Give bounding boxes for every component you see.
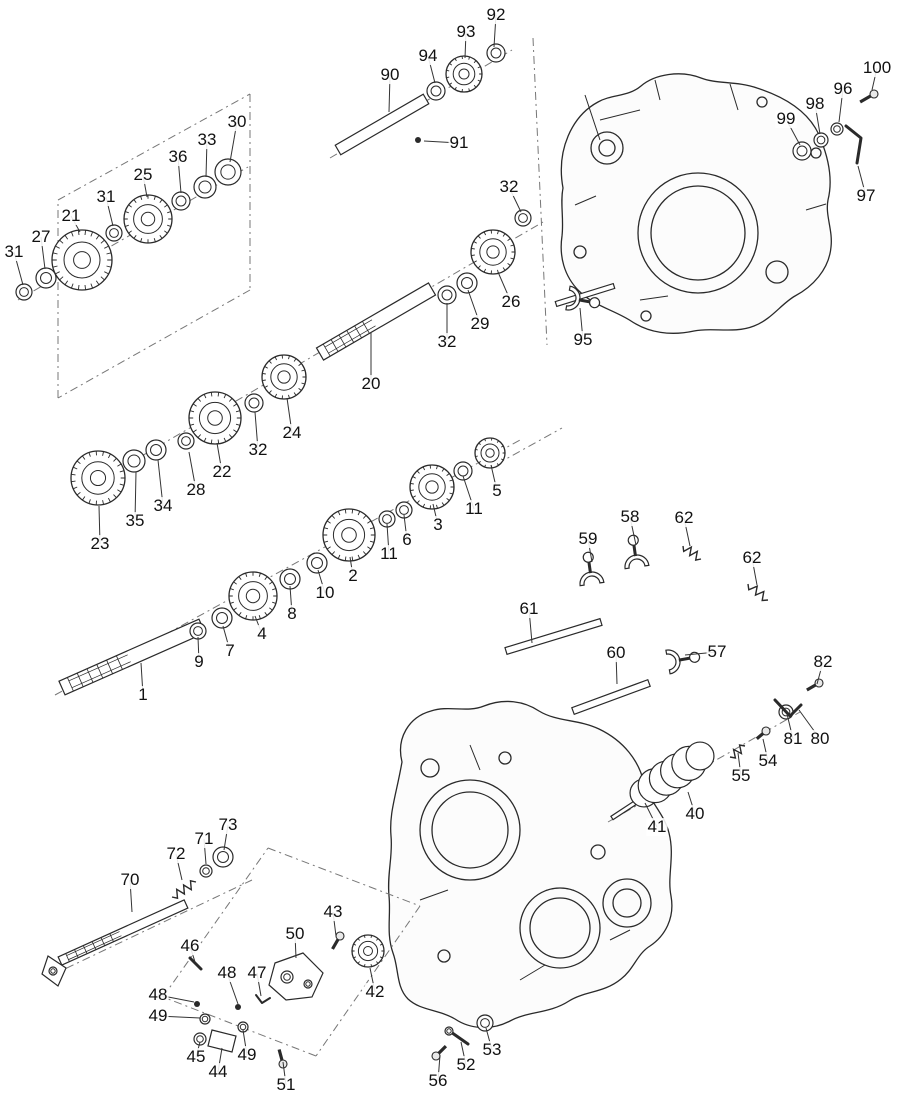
part-1 xyxy=(58,618,206,696)
part-50 xyxy=(303,979,313,989)
part-11 xyxy=(453,461,473,481)
part-40 xyxy=(629,741,715,808)
part-33 xyxy=(193,175,217,199)
part-5 xyxy=(474,437,506,469)
part-62 xyxy=(682,545,702,561)
part-91 xyxy=(415,137,421,143)
part-70 xyxy=(48,966,58,976)
left-crankcase xyxy=(387,700,673,1029)
part-23 xyxy=(70,450,126,506)
part-73 xyxy=(212,846,234,868)
part-29 xyxy=(456,272,478,294)
part-53 xyxy=(476,1014,494,1032)
part-32 xyxy=(514,209,532,227)
part-62 xyxy=(747,583,769,602)
part-48 xyxy=(194,1001,200,1007)
part-24 xyxy=(261,354,307,400)
part-50 xyxy=(268,952,324,1001)
part-44 xyxy=(207,1029,237,1053)
part-32 xyxy=(244,393,264,413)
part-70 xyxy=(57,899,189,966)
part-27 xyxy=(35,267,57,289)
part-98 xyxy=(813,132,829,148)
part-59 xyxy=(579,551,605,587)
part-32 xyxy=(437,285,457,305)
part-60 xyxy=(571,678,651,716)
part-34 xyxy=(145,439,167,461)
parts-layer xyxy=(15,43,879,1069)
part-99 xyxy=(792,141,812,161)
part-95 xyxy=(554,282,616,308)
part-28 xyxy=(177,432,195,450)
part-7 xyxy=(211,607,233,629)
part-100 xyxy=(859,89,879,104)
part-36 xyxy=(171,191,191,211)
part-82 xyxy=(806,678,824,692)
part-46 xyxy=(188,956,203,971)
part-96 xyxy=(830,122,844,136)
part-93 xyxy=(445,55,483,93)
part-30 xyxy=(214,158,242,186)
part-57 xyxy=(665,649,701,675)
part-97 xyxy=(844,124,863,165)
part-42 xyxy=(351,934,385,968)
part-90 xyxy=(334,93,430,156)
part-49 xyxy=(199,1013,211,1025)
part-50 xyxy=(280,970,294,984)
part-71 xyxy=(199,864,213,878)
part-31 xyxy=(105,224,123,242)
part-80 xyxy=(773,698,803,718)
part-54 xyxy=(755,726,771,740)
part-47 xyxy=(255,994,271,1004)
part-92 xyxy=(486,43,506,63)
part-10 xyxy=(306,552,328,574)
part-55 xyxy=(729,744,746,759)
part-8 xyxy=(279,568,301,590)
part-52 xyxy=(444,1026,454,1036)
part-72 xyxy=(171,879,197,900)
part-61 xyxy=(504,617,603,656)
part-26 xyxy=(470,229,516,275)
part-49 xyxy=(237,1021,249,1033)
part-22 xyxy=(188,391,242,445)
part-56 xyxy=(431,1044,448,1061)
part-3 xyxy=(409,464,455,510)
part-94 xyxy=(426,81,446,101)
part-43 xyxy=(331,931,345,950)
part-35 xyxy=(122,449,146,473)
part-95 xyxy=(565,285,601,311)
right-crankcase xyxy=(560,73,832,334)
part-45 xyxy=(193,1032,207,1046)
part-2 xyxy=(322,508,376,562)
part-48 xyxy=(235,1004,241,1010)
part-4 xyxy=(228,571,278,621)
part-9 xyxy=(189,622,207,640)
part-31 xyxy=(15,283,33,301)
part-20 xyxy=(315,282,437,361)
part-25 xyxy=(123,194,173,244)
part-21 xyxy=(51,229,113,291)
